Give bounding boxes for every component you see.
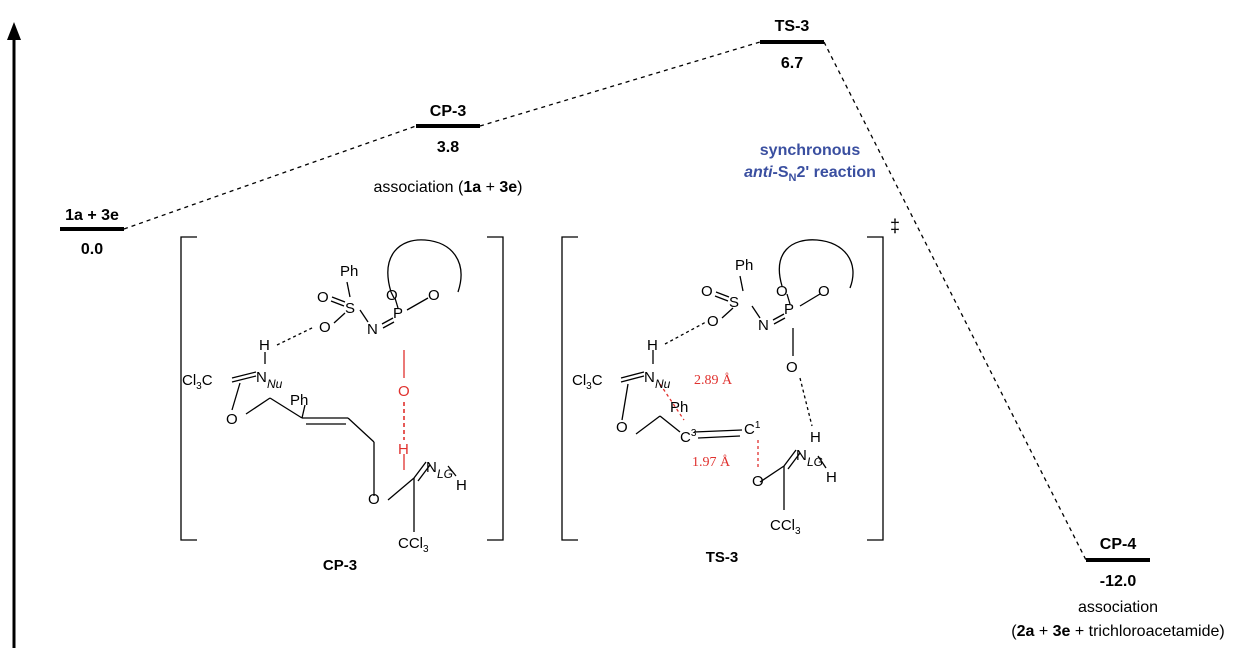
label-cp4-name: CP-4 xyxy=(1100,536,1137,553)
svg-text:Nu: Nu xyxy=(655,377,671,391)
svg-text:LG: LG xyxy=(437,467,453,481)
svg-text:LG: LG xyxy=(807,455,823,469)
label-cp3-energy: 3.8 xyxy=(437,139,459,156)
ts3-caption: TS-3 xyxy=(706,549,739,566)
svg-text:Cl3C: Cl3C xyxy=(572,372,603,392)
svg-text:Cl3C: Cl3C xyxy=(182,372,213,392)
label-start-energy: 0.0 xyxy=(81,241,103,258)
svg-text:C1: C1 xyxy=(744,420,761,438)
svg-text:Nu: Nu xyxy=(267,377,283,391)
label-start-name: 1a + 3e xyxy=(65,207,119,224)
svg-text:N: N xyxy=(644,369,655,386)
label-ts3-note-line1: synchronous xyxy=(760,142,861,159)
connector-ts3-cp4 xyxy=(823,41,1087,561)
label-ts3-note-line2: anti-SN2' reaction xyxy=(744,164,876,184)
connector-start-cp3 xyxy=(123,125,417,230)
svg-text:O: O xyxy=(319,319,331,336)
svg-text:S: S xyxy=(345,300,355,317)
svg-text:O: O xyxy=(818,283,830,300)
svg-text:O: O xyxy=(428,287,440,304)
svg-text:O: O xyxy=(317,289,329,306)
svg-text:Ph: Ph xyxy=(290,392,308,409)
cp3-left-bracket xyxy=(180,236,197,541)
ts3-dagger: ‡ xyxy=(890,216,900,236)
svg-text:Ph: Ph xyxy=(340,263,358,280)
pathway-connectors xyxy=(123,41,1087,561)
svg-text:CCl3: CCl3 xyxy=(398,535,429,555)
svg-text:O: O xyxy=(226,411,238,428)
cp3-right-bracket xyxy=(487,236,504,541)
svg-text:H: H xyxy=(647,337,658,354)
svg-text:O: O xyxy=(701,283,713,300)
cp3-caption: CP-3 xyxy=(323,557,357,574)
ts3-ring-arc xyxy=(778,239,854,289)
svg-text:C3: C3 xyxy=(680,428,697,446)
svg-text:Ph: Ph xyxy=(735,257,753,274)
label-cp3-note: association (1a + 3e) xyxy=(374,179,523,196)
svg-text:O: O xyxy=(616,419,628,436)
cp3-ring-arc xyxy=(387,239,462,293)
label-ts3-name: TS-3 xyxy=(775,18,810,35)
svg-text:N: N xyxy=(367,321,378,338)
label-cp4-note-line1: association xyxy=(1078,599,1158,616)
svg-text:P: P xyxy=(393,305,403,322)
svg-text:H: H xyxy=(810,429,821,446)
svg-text:N: N xyxy=(256,369,267,386)
ts3-left-bracket xyxy=(561,236,578,541)
label-ts3-energy: 6.7 xyxy=(781,55,803,72)
svg-text:O: O xyxy=(776,283,788,300)
cp3-structure: Ph O S O N P O O O H H Cl3C N Nu Ph O O … xyxy=(180,236,504,555)
svg-text:H: H xyxy=(398,441,409,458)
svg-text:CCl3: CCl3 xyxy=(770,517,801,537)
svg-text:H: H xyxy=(259,337,270,354)
svg-text:O: O xyxy=(398,383,410,400)
svg-text:N: N xyxy=(426,459,437,476)
energy-axis-arrowhead xyxy=(7,22,21,40)
svg-text:Ph: Ph xyxy=(670,399,688,416)
svg-text:O: O xyxy=(368,491,380,508)
svg-text:2.89 Å: 2.89 Å xyxy=(694,372,733,388)
svg-text:P: P xyxy=(784,301,794,318)
label-cp4-energy: -12.0 xyxy=(1100,573,1137,590)
ts3-structure: ‡ xyxy=(561,216,900,541)
connector-cp3-ts3 xyxy=(479,41,761,127)
svg-text:1.97 Å: 1.97 Å xyxy=(692,454,731,470)
ts3-right-bracket xyxy=(867,236,884,541)
svg-text:O: O xyxy=(752,473,764,490)
svg-text:O: O xyxy=(786,359,798,376)
label-cp4-note-line2: (2a + 3e + trichloroacetamide) xyxy=(1011,623,1224,640)
svg-text:O: O xyxy=(707,313,719,330)
svg-text:N: N xyxy=(758,317,769,334)
svg-text:H: H xyxy=(456,477,467,494)
svg-text:N: N xyxy=(796,447,807,464)
svg-text:S: S xyxy=(729,294,739,311)
svg-text:O: O xyxy=(386,287,398,304)
label-cp3-name: CP-3 xyxy=(430,103,467,120)
svg-text:H: H xyxy=(826,469,837,486)
